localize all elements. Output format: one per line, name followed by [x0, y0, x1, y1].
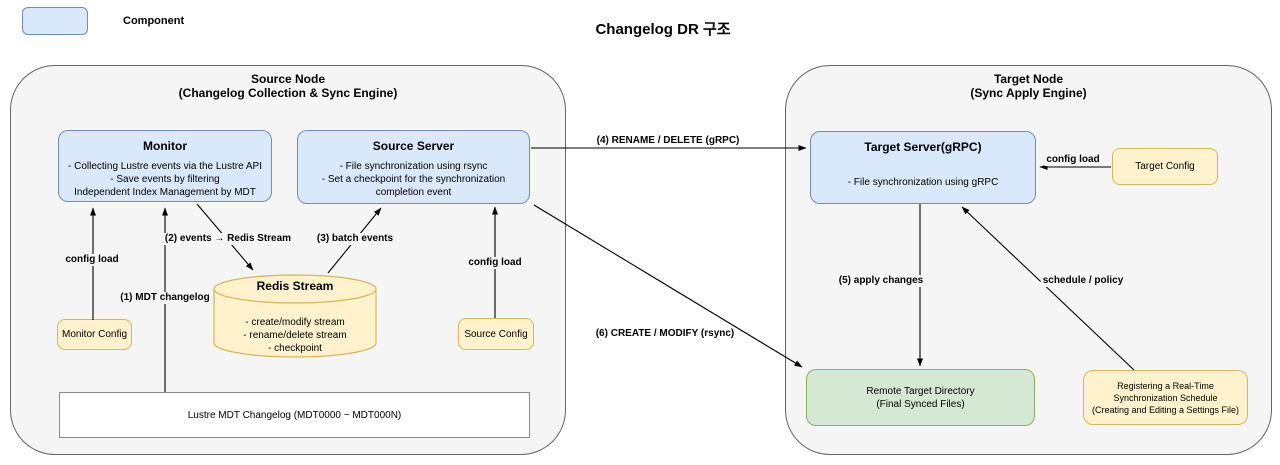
- monitor-line: - Collecting Lustre events via the Lustr…: [68, 161, 262, 172]
- source-node-title: Source Node: [250, 72, 325, 86]
- source-server-lines: - File synchronization using rsync - Set…: [298, 160, 529, 199]
- edge-label-batch-events: (3) batch events: [314, 233, 396, 245]
- legend-component-label: Component: [123, 15, 185, 27]
- schedule-registration-line: (Creating and Editing a Settings File): [1091, 404, 1240, 415]
- schedule-registration-line: Synchronization Schedule: [1113, 392, 1218, 403]
- lustre-mdt-changelog-label: Lustre MDT Changelog (MDT0000 ~ MDT000N): [187, 409, 402, 421]
- edge-label-apply-changes: (5) apply changes: [836, 275, 926, 287]
- source-config-box: Source Config: [458, 318, 534, 350]
- redis-stream-line: - create/modify stream: [245, 317, 345, 328]
- edge-create-modify: [533, 204, 803, 368]
- source-node-subtitle: (Changelog Collection & Sync Engine): [178, 86, 398, 100]
- redis-stream-line: - checkpoint: [268, 343, 322, 354]
- cylinder-shape-icon: [213, 274, 377, 358]
- target-server-title: Target Server(gRPC): [864, 140, 982, 154]
- edge-label-rename-delete: (4) RENAME / DELETE (gRPC): [594, 135, 742, 147]
- remote-target-directory-box: Remote Target Directory (Final Synced Fi…: [806, 369, 1035, 426]
- target-node-subtitle: (Sync Apply Engine): [970, 86, 1087, 100]
- target-server-lines: - File synchronization using gRPC: [811, 176, 1035, 189]
- source-server-line: - File synchronization using rsync: [339, 161, 488, 172]
- monitor-lines: - Collecting Lustre events via the Lustr…: [59, 160, 271, 199]
- target-server-box: Target Server(gRPC) - File synchronizati…: [810, 131, 1036, 204]
- edge-label-mdt-changelog: (1) MDT changelog: [118, 292, 212, 304]
- redis-stream-cylinder: Redis Stream - create/modify stream - re…: [213, 274, 377, 358]
- edge-label-config-load-source: config load: [466, 257, 524, 269]
- redis-stream-line: - rename/delete stream: [243, 330, 347, 341]
- edge-label-config-load-target: config load: [1044, 154, 1102, 166]
- source-server-line: - Set a checkpoint for the synchronizati…: [321, 174, 506, 198]
- monitor-title: Monitor: [143, 139, 187, 153]
- target-config-box: Target Config: [1112, 148, 1218, 185]
- edge-label-schedule-policy: schedule / policy: [1040, 275, 1126, 287]
- source-server-box: Source Server - File synchronization usi…: [297, 130, 530, 204]
- target-server-line: - File synchronization using gRPC: [847, 177, 999, 188]
- target-node-title: Target Node: [993, 72, 1064, 86]
- source-server-title: Source Server: [372, 139, 455, 153]
- schedule-registration-line: Registering a Real-Time: [1117, 380, 1214, 391]
- source-config-label: Source Config: [464, 328, 528, 340]
- monitor-config-box: Monitor Config: [57, 319, 132, 350]
- source-node-header: Source Node (Changelog Collection & Sync…: [11, 66, 565, 100]
- legend-component-swatch: [22, 7, 88, 35]
- redis-stream-title: Redis Stream: [256, 279, 334, 293]
- remote-target-directory-line: (Final Synced Files): [876, 398, 965, 410]
- redis-stream-lines: - create/modify stream - rename/delete s…: [213, 316, 377, 355]
- monitor-line: - Save events by filtering: [110, 174, 220, 185]
- schedule-registration-box: Registering a Real-Time Synchronization …: [1083, 370, 1248, 425]
- remote-target-directory-line: Remote Target Directory: [866, 385, 975, 397]
- page-title: Changelog DR 구조: [595, 21, 731, 38]
- edge-label-events-redis: (2) events → Redis Stream: [162, 233, 294, 245]
- target-config-label: Target Config: [1135, 161, 1195, 172]
- monitor-box: Monitor - Collecting Lustre events via t…: [58, 130, 272, 202]
- monitor-config-label: Monitor Config: [61, 329, 128, 340]
- target-node-header: Target Node (Sync Apply Engine): [786, 66, 1271, 100]
- monitor-line: Independent Index Management by MDT: [74, 187, 256, 198]
- lustre-mdt-changelog-box: Lustre MDT Changelog (MDT0000 ~ MDT000N): [59, 392, 530, 438]
- edge-label-create-modify: (6) CREATE / MODIFY (rsync): [593, 328, 737, 340]
- edge-label-config-load-monitor: config load: [63, 254, 121, 266]
